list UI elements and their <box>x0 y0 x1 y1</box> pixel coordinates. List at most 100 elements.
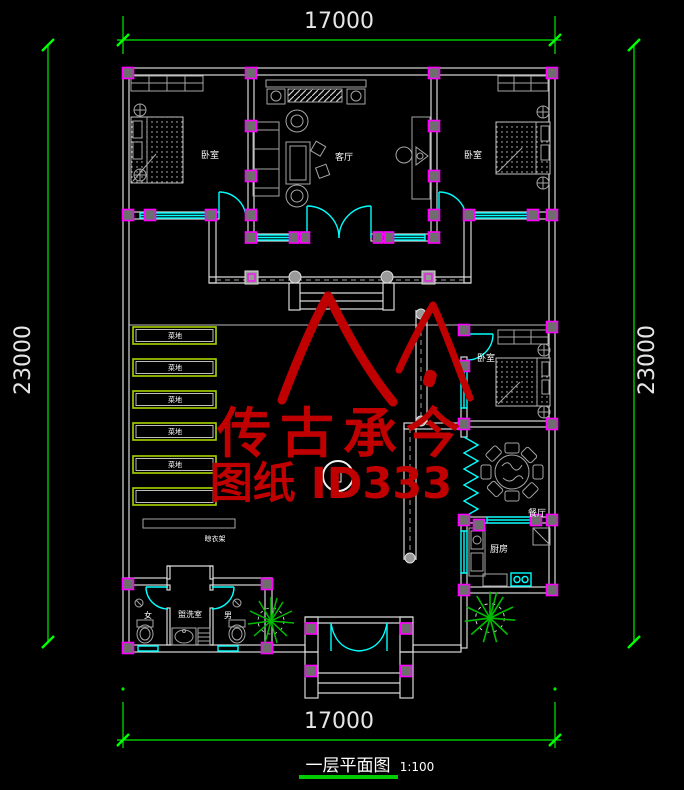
door-icon <box>218 191 247 219</box>
bed-icon <box>495 357 551 407</box>
drawing-scale: 1:100 <box>400 760 435 774</box>
gate-steps <box>304 651 414 699</box>
window-icon <box>460 530 468 574</box>
dim-right-value: 23000 <box>635 325 660 395</box>
dimension-bottom: 17000 <box>116 687 562 748</box>
window-icon <box>486 516 534 524</box>
watermark: 传古承今 图纸 ID333 <box>210 291 474 509</box>
window-icon <box>256 234 292 241</box>
column-icon <box>427 231 441 244</box>
column-icon <box>244 66 258 80</box>
column-icon <box>427 169 441 183</box>
column-icon <box>545 208 559 222</box>
dining-table-icon <box>480 442 544 502</box>
room-label-bedroom-tl: 卧室 <box>201 149 219 161</box>
column-icon <box>244 119 258 133</box>
column-icon <box>304 664 318 678</box>
column-icon <box>457 513 471 527</box>
nightstand-lamp-icon <box>536 105 550 190</box>
porch-steps <box>288 282 395 311</box>
structural-columns <box>121 66 559 678</box>
room-label-dining: 餐厅 <box>528 507 546 519</box>
column-icon <box>457 417 471 431</box>
roof-logo-icon <box>277 291 474 407</box>
column-icon <box>526 208 540 222</box>
window-icon <box>217 645 239 652</box>
garden-beds <box>132 326 217 506</box>
bed-label: 菜地 <box>168 460 182 469</box>
bed-icon <box>130 116 184 184</box>
drying-rack-icon <box>142 518 236 529</box>
window-icon <box>137 645 159 652</box>
room-label-washroom: 盥洗室 <box>178 609 202 619</box>
column-icon <box>244 169 258 183</box>
stove-icon <box>510 572 532 587</box>
window-icon <box>390 234 426 241</box>
watermark-sheet-text: 图纸 ID333 <box>210 459 452 509</box>
column-icon <box>457 583 471 597</box>
folding-door-icon <box>462 436 480 518</box>
room-label-female: 女 <box>144 610 152 620</box>
column-icon <box>545 320 559 334</box>
title-block: 一层平面图 1:100 <box>299 756 434 779</box>
tv-cabinet-icon <box>265 79 367 105</box>
column-icon <box>121 208 135 222</box>
table-icon <box>482 573 508 587</box>
nightstand-lamp-icon <box>537 343 551 419</box>
toilet-icon <box>136 619 154 644</box>
column-icon <box>462 208 476 222</box>
dim-top-value: 17000 <box>304 9 374 34</box>
bed-icon <box>495 121 551 175</box>
basin-icon <box>171 627 197 646</box>
bed-label: 菜地 <box>168 363 182 372</box>
column-icon <box>260 577 274 591</box>
room-label-male: 男 <box>224 611 232 620</box>
column-icon <box>372 231 384 244</box>
wardrobe-icon <box>130 75 204 92</box>
column-icon <box>457 323 471 337</box>
washroom-fixtures <box>134 598 246 646</box>
plant-icon <box>247 597 295 644</box>
room-label-bedroom-tr: 卧室 <box>464 149 482 161</box>
column-icon <box>121 641 135 655</box>
dimension-top: 17000 <box>116 9 562 54</box>
bed-label: 菜地 <box>168 331 182 340</box>
toilet-icon <box>228 619 246 644</box>
dim-bottom-value: 17000 <box>304 709 374 734</box>
room-labels: 卧室 客厅 卧室 卧室 餐厅 厨房 盥洗室 女 男 <box>144 149 546 620</box>
column-icon <box>204 208 218 222</box>
door-icon <box>438 191 467 219</box>
column-icon <box>545 583 559 597</box>
kitchen-fixtures <box>468 527 551 587</box>
column-icon <box>399 622 413 635</box>
column-icon <box>121 577 135 591</box>
column-icon <box>304 622 318 635</box>
room-label-living: 客厅 <box>335 151 353 163</box>
column-icon <box>260 641 274 655</box>
sofa-set-icon <box>252 109 331 208</box>
dim-left-value: 23000 <box>11 325 36 395</box>
nightstand-lamp-icon <box>133 103 147 182</box>
circle-symbol <box>322 460 354 492</box>
fridge-icon <box>532 527 551 546</box>
squat-pan-icon <box>197 627 211 646</box>
room-label-kitchen: 厨房 <box>490 543 508 555</box>
drawing-title: 一层平面图 <box>306 756 391 776</box>
column-icon <box>427 208 441 222</box>
plant-icon <box>464 591 516 643</box>
column-icon <box>143 208 157 222</box>
wardrobe-icon <box>497 329 549 345</box>
door-icon <box>211 586 235 610</box>
column-icon <box>545 513 559 527</box>
wardrobe-icon <box>497 75 549 92</box>
floor-drain-icon <box>134 598 144 608</box>
title-underline <box>299 775 398 779</box>
dimension-right: 23000 <box>627 38 660 649</box>
bed-label: 菜地 <box>168 427 182 436</box>
room-label-bedroom-mr: 卧室 <box>477 352 495 364</box>
column-icon <box>399 664 413 678</box>
column-icon <box>299 231 311 244</box>
column-icon <box>545 66 559 80</box>
door-icon <box>466 333 494 361</box>
